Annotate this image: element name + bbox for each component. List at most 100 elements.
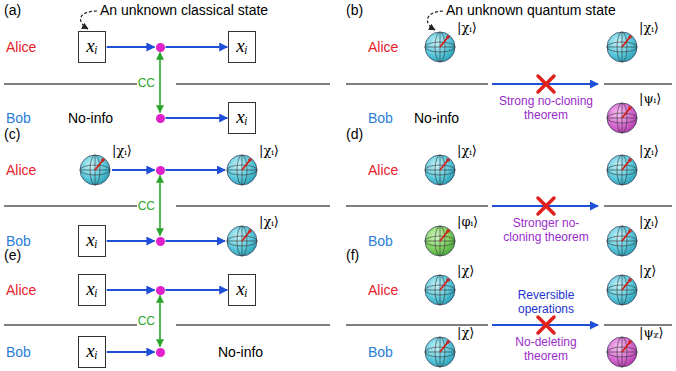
ket-label-holder: |χᵢ⟩ xyxy=(639,214,659,230)
ket-label-holder: |ψᵪ⟩ xyxy=(639,325,664,341)
label-text: (a) xyxy=(4,2,21,18)
flow-arrow xyxy=(166,289,228,291)
state-symbol: xᵢ xyxy=(86,278,97,299)
ket-label-holder: |χᵢ⟩ xyxy=(259,143,279,159)
ket-label: |φᵢ⟩ xyxy=(457,214,478,229)
sphere-drawing xyxy=(606,225,638,257)
ket-label: |χᵢ⟩ xyxy=(639,214,659,229)
flow-arrow xyxy=(112,169,155,171)
text-label: No-info xyxy=(218,344,263,360)
label-text: Bob xyxy=(368,344,393,360)
label-text: Alice xyxy=(368,39,398,55)
label-text: An unknown classical state xyxy=(100,2,268,18)
connector-layer xyxy=(107,47,228,352)
classical-channel-arrow xyxy=(159,296,161,347)
bloch-sphere: |χ⟩ xyxy=(424,336,456,368)
ket-label: |χᵢ⟩ xyxy=(457,143,477,158)
label-text: (c) xyxy=(4,126,20,142)
ket-label: |χᵢ⟩ xyxy=(639,143,659,158)
label-text: Alice xyxy=(368,162,398,178)
sphere-drawing xyxy=(424,274,456,306)
bloch-sphere: |φᵢ⟩ xyxy=(424,225,456,257)
text-label: Bob xyxy=(368,233,393,249)
edge-label: CC xyxy=(137,76,156,90)
junction-dot xyxy=(156,348,165,357)
text-label: Stronger no-cloning theorem xyxy=(494,216,598,244)
text-label: No-info xyxy=(414,110,459,126)
bloch-sphere: |χᵢ⟩ xyxy=(424,31,456,63)
classical-state-box: xᵢ xyxy=(78,274,105,306)
state-symbol: xᵢ xyxy=(236,278,247,299)
junction-dot xyxy=(156,286,165,295)
junction-dot xyxy=(156,114,165,123)
lane-dividers xyxy=(4,84,672,325)
classical-state-box: xᵢ xyxy=(78,336,105,368)
sphere-drawing xyxy=(424,154,456,186)
bloch-sphere: |ψᵪ⟩ xyxy=(606,336,638,368)
sphere-drawing xyxy=(606,31,638,63)
ket-label: |χ⟩ xyxy=(457,263,474,278)
state-symbol: xᵢ xyxy=(86,229,97,250)
label-text: Alice xyxy=(6,162,36,178)
channel-label: CC xyxy=(137,199,156,213)
text-label: Bob xyxy=(6,110,31,126)
text-label: An unknown classical state xyxy=(100,2,268,18)
ket-label-holder: |χ⟩ xyxy=(457,325,474,341)
channel-label: CC xyxy=(137,76,156,90)
ket-label-holder: |χ⟩ xyxy=(457,263,474,279)
sphere-drawing xyxy=(226,225,258,257)
sphere-drawing xyxy=(606,102,638,134)
classical-channel-arrow xyxy=(159,176,161,236)
edge-label: CC xyxy=(137,199,156,213)
label-text: Strong no-cloning theorem xyxy=(499,94,593,122)
label-text: No-deleting theorem xyxy=(515,335,576,363)
label-text: No-info xyxy=(68,110,113,126)
flow-arrow xyxy=(107,351,155,353)
ket-label-holder: |χᵢ⟩ xyxy=(457,20,477,36)
flow-arrow xyxy=(166,169,226,171)
state-symbol: xᵢ xyxy=(86,35,97,56)
text-label: (b) xyxy=(346,2,363,18)
ket-label: |ψᵢ⟩ xyxy=(639,91,661,106)
classical-state-box: xᵢ xyxy=(228,102,255,134)
junction-dot xyxy=(156,237,165,246)
bloch-sphere: |ψᵢ⟩ xyxy=(606,102,638,134)
label-text: Reversible operations xyxy=(518,288,575,316)
ket-label: |χᵢ⟩ xyxy=(457,20,477,35)
label-text: No-info xyxy=(414,110,459,126)
text-label: (e) xyxy=(4,247,21,263)
flow-arrow xyxy=(166,240,226,242)
sphere-drawing xyxy=(424,336,456,368)
classical-state-box: xᵢ xyxy=(78,225,105,257)
text-label: Alice xyxy=(6,282,36,298)
text-label: (f) xyxy=(346,247,359,263)
ket-label-holder: |χᵢ⟩ xyxy=(639,20,659,36)
ket-label: |χ⟩ xyxy=(457,325,474,340)
bloch-sphere: |χ⟩ xyxy=(424,274,456,306)
state-symbol: xᵢ xyxy=(86,340,97,361)
ket-label: |χᵢ⟩ xyxy=(259,143,279,158)
text-label: (d) xyxy=(346,126,363,142)
text-label: Bob xyxy=(6,344,31,360)
text-label: Bob xyxy=(368,110,393,126)
flow-arrow xyxy=(107,289,155,291)
ket-label: |χᵢ⟩ xyxy=(639,20,659,35)
text-label: Alice xyxy=(6,162,36,178)
junction-dot xyxy=(156,43,165,52)
label-text: Bob xyxy=(6,344,31,360)
label-text: Bob xyxy=(6,233,31,249)
sphere-drawing xyxy=(606,154,638,186)
label-text: Bob xyxy=(368,233,393,249)
text-label: An unknown quantum state xyxy=(446,2,616,18)
text-label: Alice xyxy=(368,162,398,178)
label-text: Stronger no-cloning theorem xyxy=(503,216,588,244)
label-text: No-info xyxy=(218,344,263,360)
bloch-sphere: |χᵢ⟩ xyxy=(606,225,638,257)
sphere-drawing xyxy=(226,154,258,186)
label-text: (b) xyxy=(346,2,363,18)
text-label: Alice xyxy=(368,282,398,298)
flow-arrow xyxy=(107,240,155,242)
edge-label: CC xyxy=(137,314,156,328)
bloch-sphere: |χᵢ⟩ xyxy=(226,225,258,257)
